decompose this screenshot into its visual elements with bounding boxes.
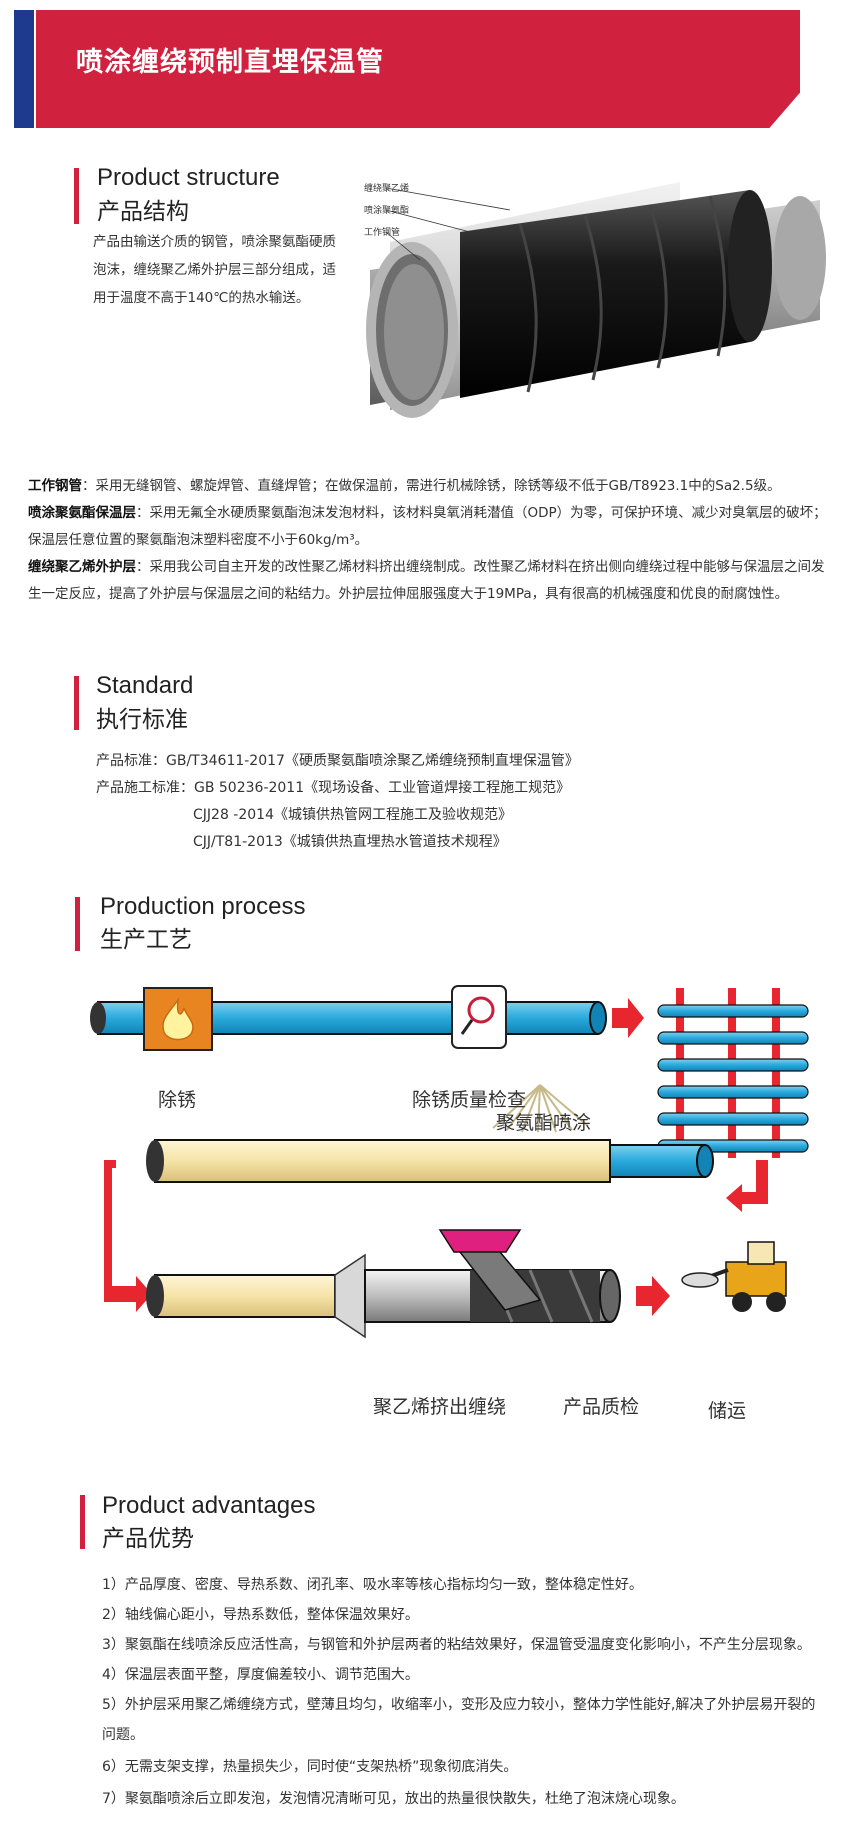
standard-line: CJJ/T81-2013《城镇供热直埋热水管道技术规程》 xyxy=(193,834,507,850)
pipe-structure-illustration xyxy=(350,170,830,430)
process-title-en: Production process xyxy=(100,893,306,920)
pipe-row-2 xyxy=(146,1139,714,1183)
structure-details: 工作钢管：采用无缝钢管、螺旋焊管、直缝焊管；在做保温前，需进行机械除锈，除锈等级… xyxy=(28,473,828,608)
arrow-return-icon xyxy=(726,1160,768,1212)
advantage-item: 7）聚氨酯喷涂后立即发泡，发泡情况清晰可见，放出的热量很快散失，杜绝了泡沫烧心现… xyxy=(102,1791,685,1807)
advantage-item: 6）无需支架支撑，热量损失少，同时使“支架热桥”现象彻底消失。 xyxy=(102,1759,518,1775)
detail-line: 生一定反应，提高了外护层与保温层之间的粘结力。外护层拉伸屈服强度大于19MPa，… xyxy=(28,581,828,608)
layer-label: 缠绕聚乙烯 xyxy=(364,184,410,194)
step-label: 除锈质量检查 xyxy=(412,1089,527,1111)
detail-text: ：采用无氟全水硬质聚氨酯泡沫发泡材料，该材料臭氧消耗潜值（ODP）为零，可保护环… xyxy=(136,505,827,521)
intro-line: 产品由输送介质的钢管，喷涂聚氨酯硬质 xyxy=(93,234,336,250)
layer-label: 喷涂聚氨酯 xyxy=(364,206,410,216)
structure-intro: 产品由输送介质的钢管，喷涂聚氨酯硬质 泡沫，缠绕聚乙烯外护层三部分组成，适 用于… xyxy=(93,228,363,312)
structure-title-cn: 产品结构 xyxy=(97,199,189,225)
advantage-item: 2）轴线偏心距小，导热系数低，整体保温效果好。 xyxy=(102,1607,419,1623)
advantage-item: 5）外护层采用聚乙烯缠绕方式，壁薄且均匀，收缩率小，变形及应力较小，整体力学性能… xyxy=(102,1697,816,1713)
detail-line: 工作钢管：采用无缝钢管、螺旋焊管、直缝焊管；在做保温前，需进行机械除锈，除锈等级… xyxy=(28,473,828,500)
standard-title-en: Standard xyxy=(96,672,194,699)
detail-line: 缠绕聚乙烯外护层：采用我公司自主开发的改性聚乙烯材料挤出缠绕制成。改性聚乙烯材料… xyxy=(28,554,828,581)
section-accent-bar xyxy=(80,1495,85,1549)
pipe-row-3 xyxy=(146,1229,621,1339)
flame-icon xyxy=(143,987,213,1051)
standard-line: CJJ28 -2014《城镇供热管网工程施工及验收规范》 xyxy=(193,807,512,823)
arrow-down-right-icon xyxy=(104,1160,152,1312)
detail-text: 生一定反应，提高了外护层与保温层之间的粘结力。外护层拉伸屈服强度大于19MPa，… xyxy=(28,586,789,602)
arrow-right-icon xyxy=(612,998,644,1038)
step-label: 除锈 xyxy=(158,1089,197,1111)
detail-line: 喷涂聚氨酯保温层：采用无氟全水硬质聚氨酯泡沫发泡材料，该材料臭氧消耗潜值（ODP… xyxy=(28,500,828,527)
intro-line: 用于温度不高于140℃的热水输送。 xyxy=(93,290,310,306)
standard-line: 产品施工标准：GB 50236-2011《现场设备、工业管道焊接工程施工规范》 xyxy=(96,780,571,796)
advantages-title-en: Product advantages xyxy=(102,1492,316,1519)
step-label: 聚乙烯挤出缠绕 xyxy=(373,1396,507,1418)
process-title-cn: 生产工艺 xyxy=(100,927,192,953)
magnifier-icon xyxy=(451,985,507,1049)
detail-text: ：采用无缝钢管、螺旋焊管、直缝焊管；在做保温前，需进行机械除锈，除锈等级不低于G… xyxy=(82,478,781,494)
standard-line: 产品标准：GB/T34611-2017《硬质聚氨酯喷涂聚乙烯缠绕预制直埋保温管》 xyxy=(96,753,579,769)
detail-line: 保温层任意位置的聚氨酯泡沫塑料密度不小于60kg/m³。 xyxy=(28,527,828,554)
header-blue-accent xyxy=(14,10,34,128)
step-label: 聚氨酯喷涂 xyxy=(496,1112,592,1134)
detail-term: 工作钢管 xyxy=(28,478,82,494)
structure-title-en: Product structure xyxy=(97,164,280,191)
advantage-item: 1）产品厚度、密度、导热系数、闭孔率、吸水率等核心指标均匀一致，整体稳定性好。 xyxy=(102,1577,643,1593)
loader-truck-icon xyxy=(681,1241,787,1312)
intro-line: 泡沫，缠绕聚乙烯外护层三部分组成，适 xyxy=(93,262,336,278)
step-label: 产品质检 xyxy=(563,1396,640,1418)
detail-term: 缠绕聚乙烯外护层 xyxy=(28,559,136,575)
advantage-item: 问题。 xyxy=(102,1727,144,1743)
process-diagram xyxy=(90,985,809,1339)
page-title: 喷涂缠绕预制直埋保温管 xyxy=(76,47,384,78)
header-banner xyxy=(36,10,800,128)
advantage-item: 3）聚氨酯在线喷涂反应活性高，与钢管和外护层两者的粘结效果好，保温管受温度变化影… xyxy=(102,1637,811,1653)
spray-fan-icon xyxy=(492,1084,589,1133)
section-accent-bar xyxy=(74,168,79,224)
standard-title-cn: 执行标准 xyxy=(96,707,188,733)
arrow-right-icon xyxy=(636,1276,670,1316)
layer-label: 工作钢管 xyxy=(364,228,401,238)
step-label: 储运 xyxy=(708,1400,747,1422)
section-accent-bar xyxy=(74,676,79,730)
advantage-item: 4）保温层表面平整，厚度偏差较小、调节范围大。 xyxy=(102,1667,419,1683)
detail-text: ：采用我公司自主开发的改性聚乙烯材料挤出缠绕制成。改性聚乙烯材料在挤出侧向缠绕过… xyxy=(136,559,825,575)
detail-term: 喷涂聚氨酯保温层 xyxy=(28,505,136,521)
section-accent-bar xyxy=(75,897,80,951)
advantages-title-cn: 产品优势 xyxy=(102,1526,194,1552)
stacked-pipes xyxy=(657,988,809,1158)
detail-text: 保温层任意位置的聚氨酯泡沫塑料密度不小于60kg/m³。 xyxy=(28,532,369,548)
